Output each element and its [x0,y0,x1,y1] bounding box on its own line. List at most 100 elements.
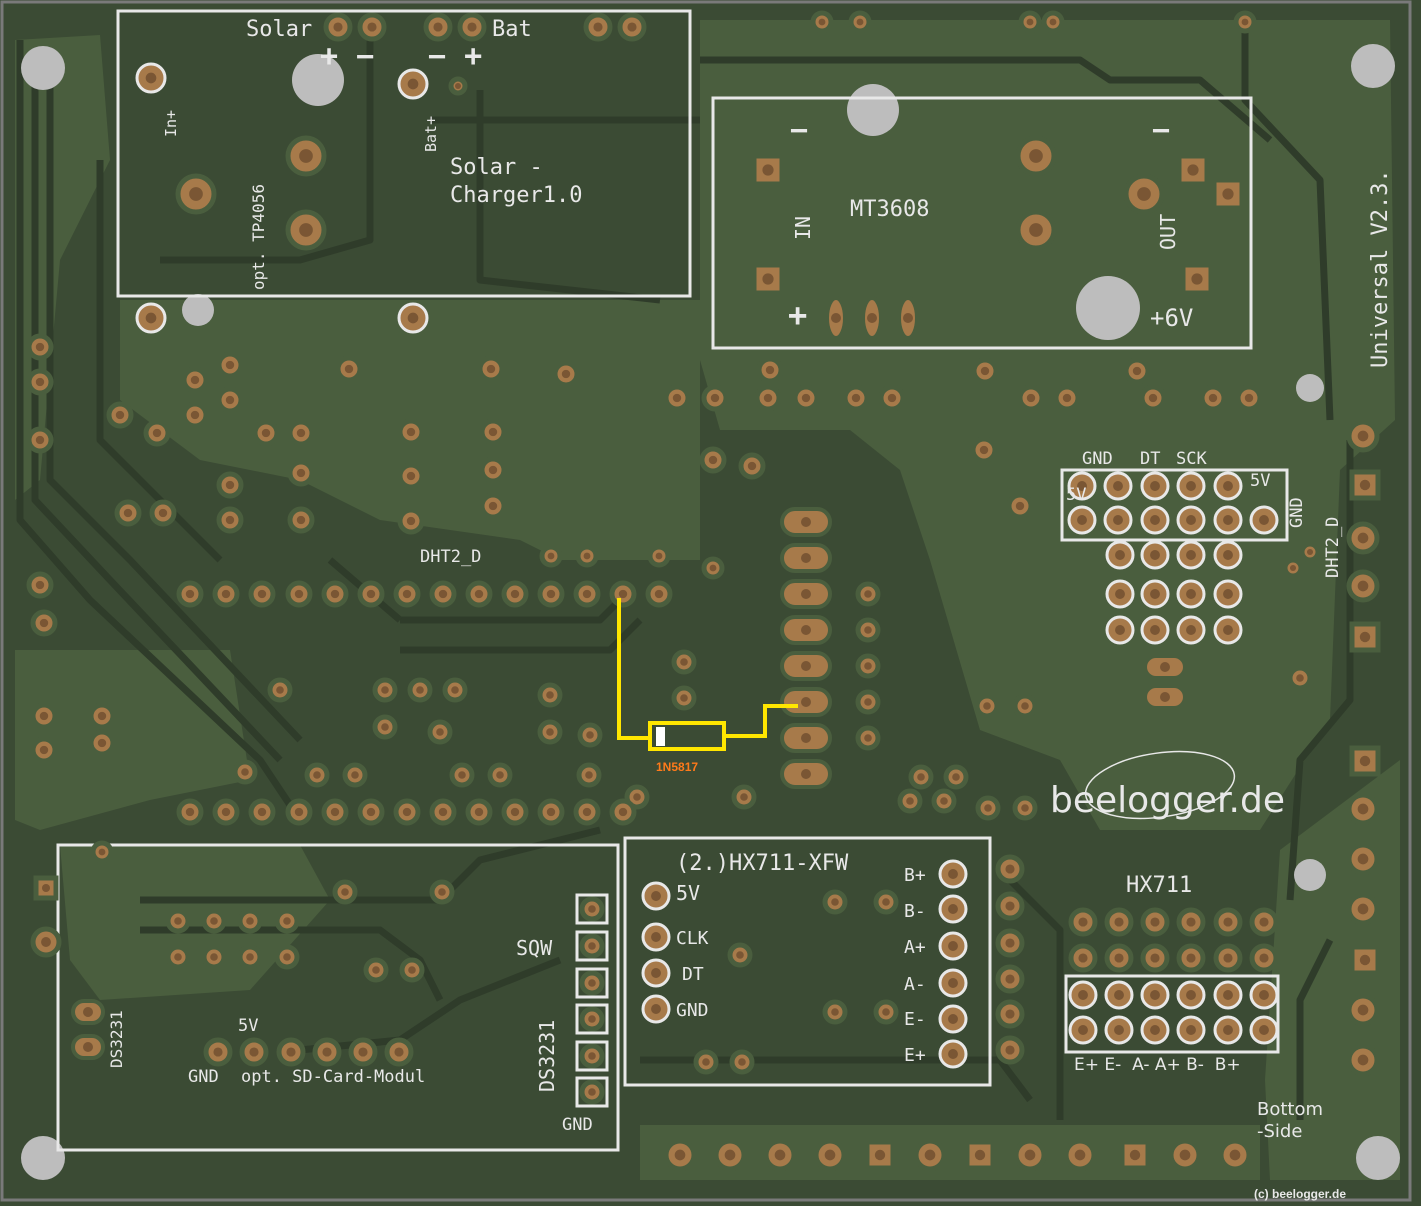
pad-hole [322,1047,332,1057]
logo-swirl [1084,750,1236,820]
pad-hole [158,508,168,518]
pad-hole [299,149,313,163]
pad-hole [510,589,520,599]
pad-hole [283,953,291,961]
pad-hole [283,917,291,925]
pad-hole [1223,481,1233,491]
dht-5v-left: 5V [1066,485,1086,505]
bottom-side-1: Bottom [1257,1099,1323,1120]
pad-hole [190,375,200,385]
pad-hole [333,22,343,32]
pad-hole [917,773,925,781]
pad-hole [1150,1025,1160,1035]
hx711-xfw-pin-a-minus: A- [904,974,926,995]
hole-mt3608-bottom [1076,276,1140,340]
mt3608-six-v: +6V [1150,304,1193,332]
pad-hole [213,1047,223,1057]
pad-hole [1186,515,1196,525]
pad-hole [225,360,235,370]
pad-hole [367,22,377,32]
pad-hole [1114,1025,1124,1035]
pad-hole [1222,188,1234,200]
pad-hole [1186,1025,1196,1035]
pad-hole [1357,803,1369,815]
mt3608-in: IN [791,216,815,240]
pad-hole [1223,917,1233,927]
solar-charger-outline [116,9,692,298]
pad-hole [708,455,718,465]
hx711-xfw-pin-e-plus: E+ [904,1045,926,1066]
pad-hole [246,953,254,961]
pad-hole [762,164,774,176]
pad-hole [1078,953,1088,963]
pad-hole [1077,515,1087,525]
sd-gnd: GND [188,1067,219,1087]
pad-hole [39,745,49,755]
mt3608-out: OUT [1156,214,1180,250]
pad-hole [801,769,811,779]
pad-hole [351,771,359,779]
pad-hole [249,1047,259,1057]
pad-hole [1186,953,1196,963]
pad-hole [952,773,960,781]
pad-hole [874,1149,886,1161]
pad-hole [486,364,496,374]
pad-hole [740,793,748,801]
ds3231-pin-outline [575,967,609,999]
pad-hole [488,501,498,511]
pad-hole [1049,18,1057,26]
pad-hole [1115,625,1125,635]
pad-hole [1223,625,1233,635]
pad-hole [276,686,284,694]
pad-hole [1113,481,1123,491]
pad-hole [436,728,444,736]
pad-hole [867,313,877,323]
pad-hole [1289,564,1297,572]
bottom-side-2: -Side [1257,1121,1302,1142]
pad-hole [286,1047,296,1057]
hole-solar-small [182,294,214,326]
pad-hole [221,807,231,817]
pad-hole [674,1149,686,1161]
pad-hole [35,342,45,352]
sd-card-label: opt. SD-Card-Modul [241,1067,425,1087]
ds3231-gnd: GND [562,1115,593,1135]
pad-hole [903,313,913,323]
pad-hole [585,771,593,779]
pad-hole [296,515,306,525]
dht-dt: DT [1140,449,1160,469]
pad-hole [225,515,235,525]
pad-hole [1115,589,1125,599]
pad-hole [651,968,661,978]
pad-hole [1005,938,1015,948]
pad-hole [402,589,412,599]
pad-hole [474,589,484,599]
pad-hole [1078,1025,1088,1035]
pad-hole [488,465,498,475]
pad-hole [366,807,376,817]
pad-hole [330,807,340,817]
pad-hole [123,508,133,518]
pad-hole [1150,917,1160,927]
pad-hole [1137,187,1151,201]
pad-hole [672,393,682,403]
solar-polarity: + − [320,39,374,74]
pads [26,10,1381,1172]
pad-hole [296,428,306,438]
pad-hole [924,1149,936,1161]
pad-hole [185,589,195,599]
pad-hole [1062,393,1072,403]
dht2-d-right: DHT2_D [1323,517,1343,578]
version-label: Universal V2.3. [1368,169,1393,368]
pad-hole [588,979,596,987]
mt3608-minus-out: − [1152,113,1170,148]
ds3231-label: DS3231 [535,1020,559,1092]
pad-hole [588,1015,596,1023]
pad-hole [1150,515,1160,525]
pad-hole [294,589,304,599]
solar-charger-title-2: Charger1.0 [450,183,582,208]
sd-card-outline [56,843,620,1152]
pad-hole [588,1088,596,1096]
pad-hole [1005,1045,1015,1055]
pad-hole [145,72,157,84]
